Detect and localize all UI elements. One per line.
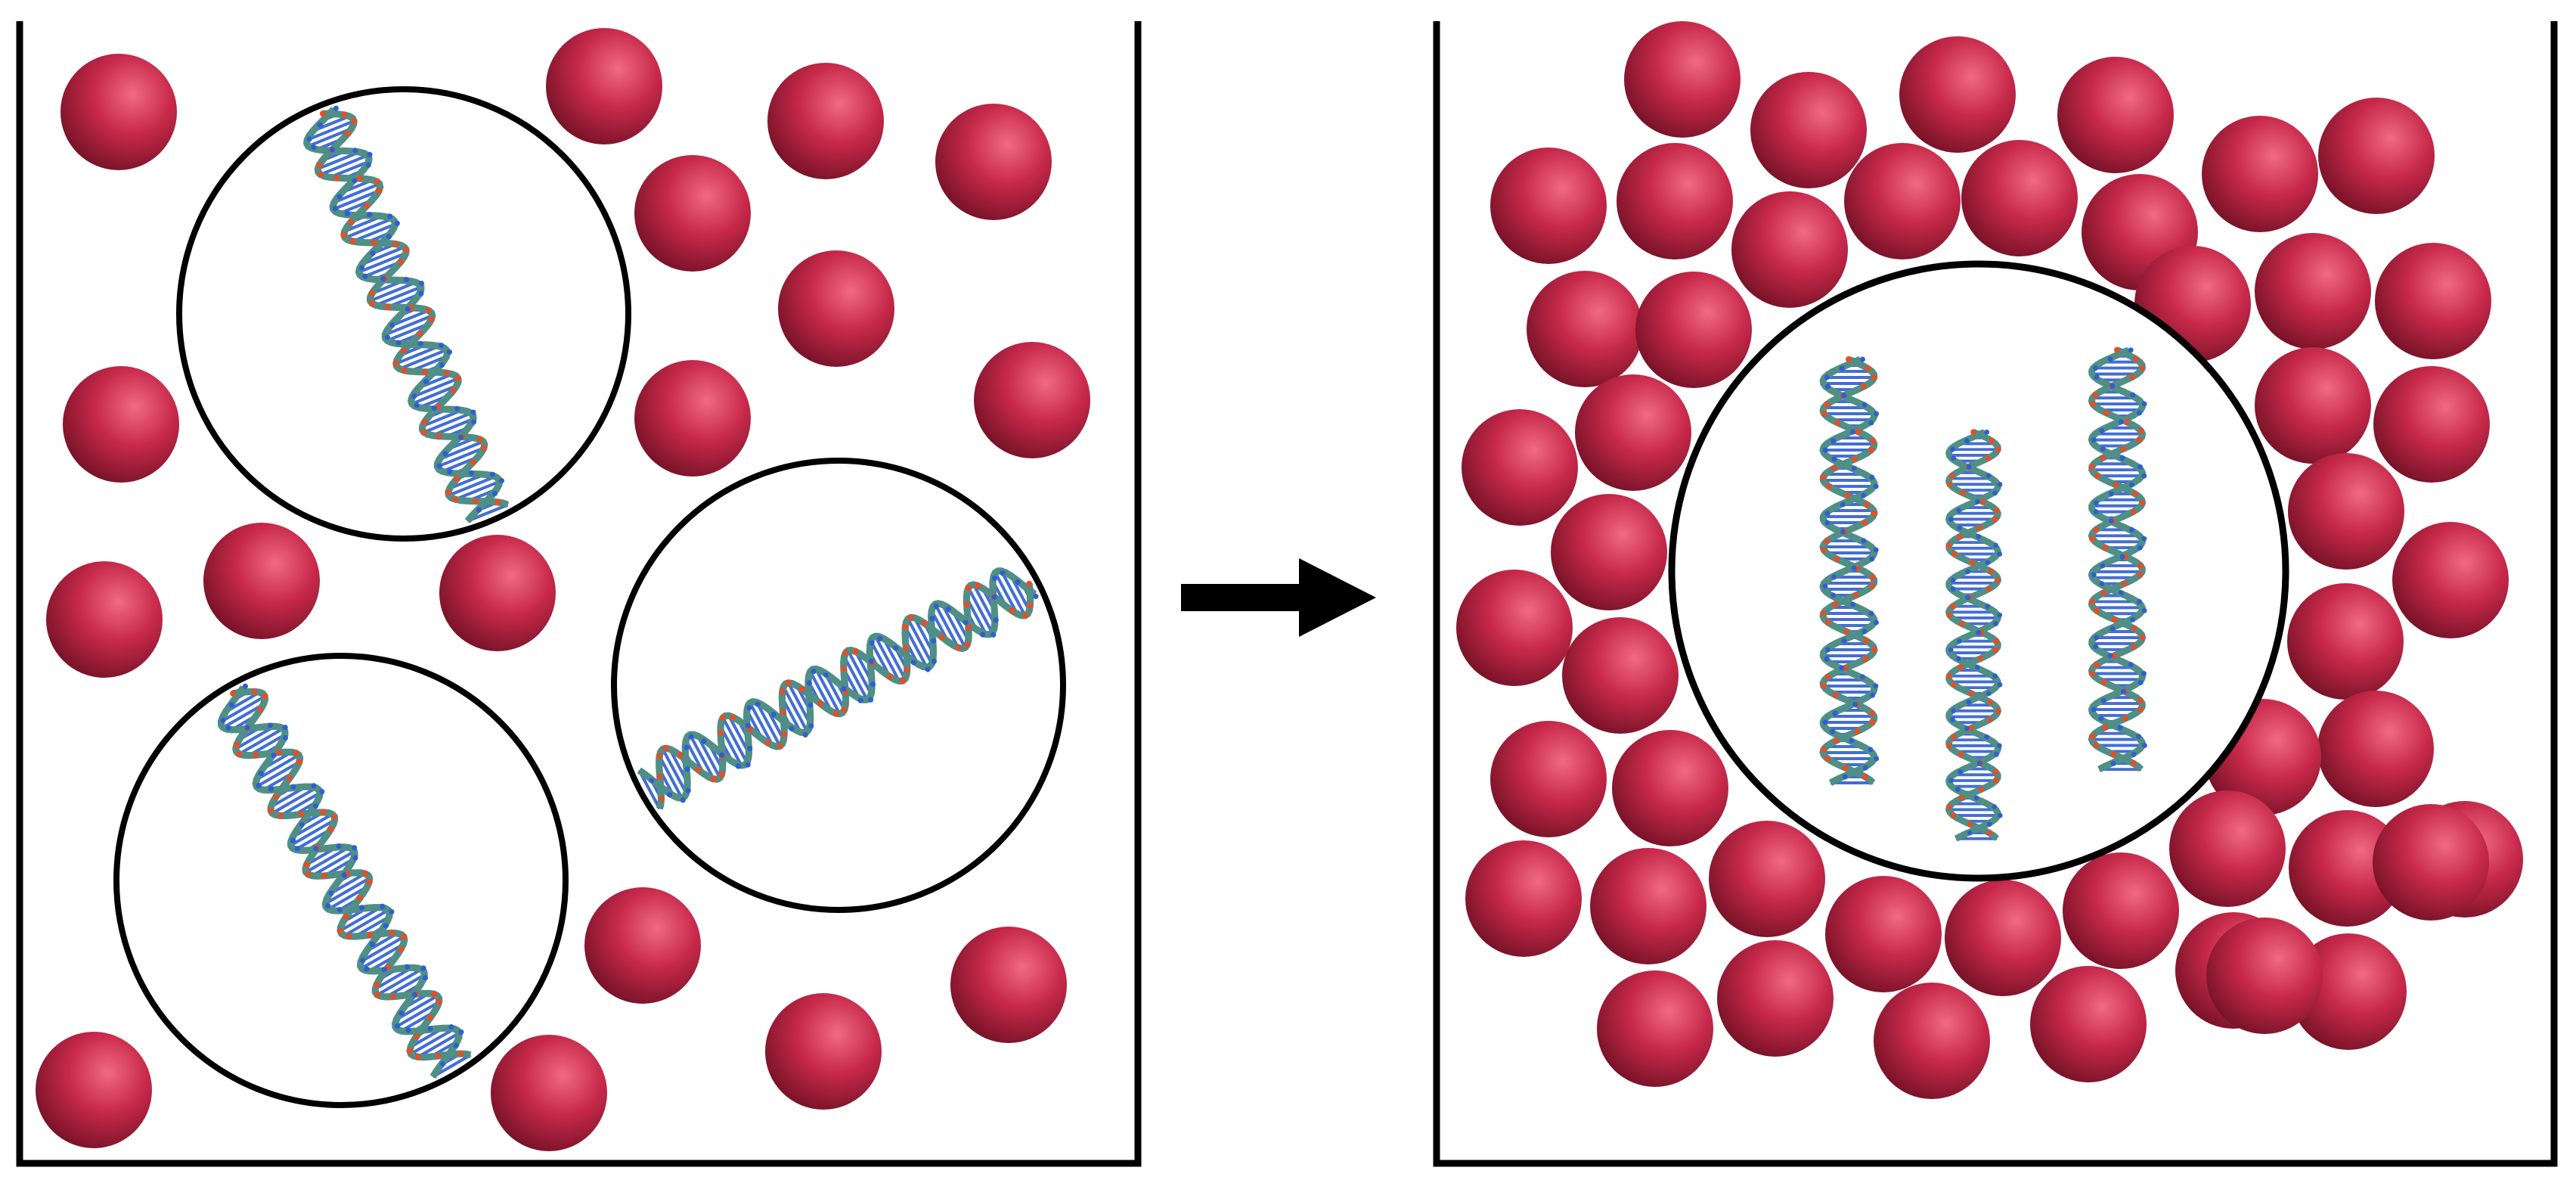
- red-sphere-icon: [439, 535, 556, 651]
- red-sphere-icon: [1709, 821, 1825, 937]
- red-sphere-icon: [1874, 983, 1990, 1099]
- red-sphere-icon: [546, 28, 662, 144]
- red-sphere-icon: [1551, 494, 1667, 610]
- red-sphere-icon: [1590, 848, 1706, 964]
- red-sphere-icon: [63, 366, 179, 483]
- red-sphere-icon: [203, 523, 320, 639]
- right-dna-group: [1668, 260, 2289, 882]
- red-sphere-icon: [1825, 876, 1942, 992]
- right-beaker-outline: [1433, 21, 2558, 1167]
- red-sphere-icon: [2063, 852, 2179, 969]
- right-crowders: [1456, 21, 2523, 1099]
- red-sphere-icon: [60, 54, 177, 170]
- right-arrow-icon: [1181, 558, 1376, 637]
- red-sphere-icon: [1575, 374, 1691, 491]
- red-sphere-icon: [765, 993, 882, 1110]
- right-panel: [1433, 21, 2558, 1167]
- red-sphere-icon: [974, 342, 1090, 458]
- red-sphere-icon: [2318, 98, 2435, 214]
- red-sphere-icon: [634, 155, 751, 272]
- red-sphere-icon: [584, 887, 701, 1004]
- red-sphere-icon: [1490, 147, 1607, 264]
- red-sphere-icon: [2255, 233, 2371, 349]
- red-sphere-icon: [1899, 36, 2016, 153]
- red-sphere-icon: [1635, 272, 1752, 388]
- red-sphere-icon: [2169, 790, 2286, 907]
- red-sphere-icon: [1490, 721, 1607, 837]
- red-sphere-icon: [2255, 347, 2371, 464]
- red-sphere-icon: [1612, 730, 1728, 846]
- red-sphere-icon: [1844, 143, 1961, 259]
- left-crowders: [36, 28, 1090, 1151]
- red-sphere-icon: [1945, 880, 2061, 996]
- red-sphere-icon: [2206, 918, 2323, 1034]
- red-sphere-icon: [2375, 243, 2491, 359]
- left-panel: [16, 21, 1142, 1167]
- red-sphere-icon: [2288, 453, 2404, 570]
- red-sphere-icon: [1597, 970, 1713, 1087]
- red-sphere-icon: [1731, 191, 1848, 308]
- red-sphere-icon: [1617, 143, 1733, 259]
- red-sphere-icon: [767, 63, 884, 179]
- red-sphere-icon: [1456, 570, 1573, 686]
- red-sphere-icon: [1624, 21, 1741, 138]
- red-sphere-icon: [1961, 140, 2078, 256]
- red-sphere-icon: [950, 927, 1067, 1043]
- red-sphere-icon: [1562, 617, 1679, 734]
- red-sphere-icon: [2317, 691, 2434, 807]
- transition-arrow: [1181, 558, 1376, 637]
- red-sphere-icon: [491, 1035, 607, 1151]
- red-sphere-icon: [634, 360, 751, 477]
- red-sphere-icon: [2030, 966, 2147, 1082]
- red-sphere-icon: [935, 104, 1052, 220]
- red-sphere-icon: [2392, 522, 2509, 638]
- left-dna-group: [113, 86, 1066, 1108]
- red-sphere-icon: [2289, 810, 2405, 927]
- red-sphere-icon: [2057, 57, 2174, 173]
- red-sphere-icon: [1465, 840, 1582, 957]
- red-sphere-icon: [2373, 804, 2489, 921]
- red-sphere-icon: [1527, 271, 1643, 387]
- left-beaker-outline: [16, 21, 1142, 1167]
- red-sphere-icon: [2373, 366, 2490, 483]
- red-sphere-icon: [1462, 409, 1578, 526]
- red-sphere-icon: [2287, 583, 2404, 700]
- red-sphere-icon: [1750, 72, 1867, 188]
- red-sphere-icon: [2202, 116, 2318, 232]
- red-sphere-icon: [1717, 940, 1834, 1057]
- red-sphere-icon: [778, 250, 894, 367]
- red-sphere-icon: [46, 561, 163, 678]
- red-sphere-icon: [36, 1032, 152, 1148]
